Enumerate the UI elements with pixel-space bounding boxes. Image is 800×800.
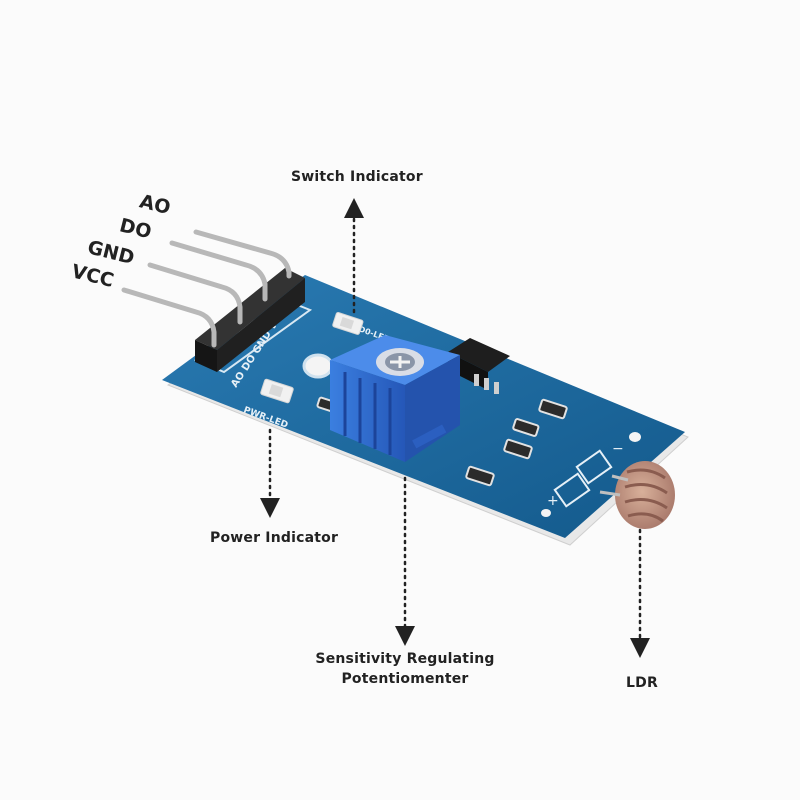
plus-mark: + [547, 493, 559, 509]
sensitivity-label-line2: Potentiomenter [341, 671, 469, 687]
switch-led [332, 312, 364, 335]
ldr-pads [553, 449, 613, 508]
potentiometer [330, 335, 460, 462]
ldr-photoresistor [599, 461, 675, 529]
via-hole [541, 509, 551, 517]
power-led [260, 378, 294, 404]
mounting-hole-right [629, 432, 641, 442]
mounting-hole [302, 353, 334, 379]
minus-mark: − [612, 441, 624, 457]
switch-indicator-label: Switch Indicator [291, 169, 423, 185]
sensitivity-label-line1: Sensitivity Regulating [315, 651, 495, 667]
pin-header [195, 268, 305, 372]
sensitivity-label: Sensitivity Regulating Potentiomenter [305, 651, 505, 687]
callout-lines [260, 198, 650, 658]
power-indicator-label: Power Indicator [210, 530, 339, 546]
ldr-label: LDR [626, 675, 658, 691]
header-pins [121, 229, 292, 348]
sensor-board: AO DO GND VCC PWR-LED D0-LED − + [121, 229, 689, 546]
smd-components [316, 396, 568, 487]
